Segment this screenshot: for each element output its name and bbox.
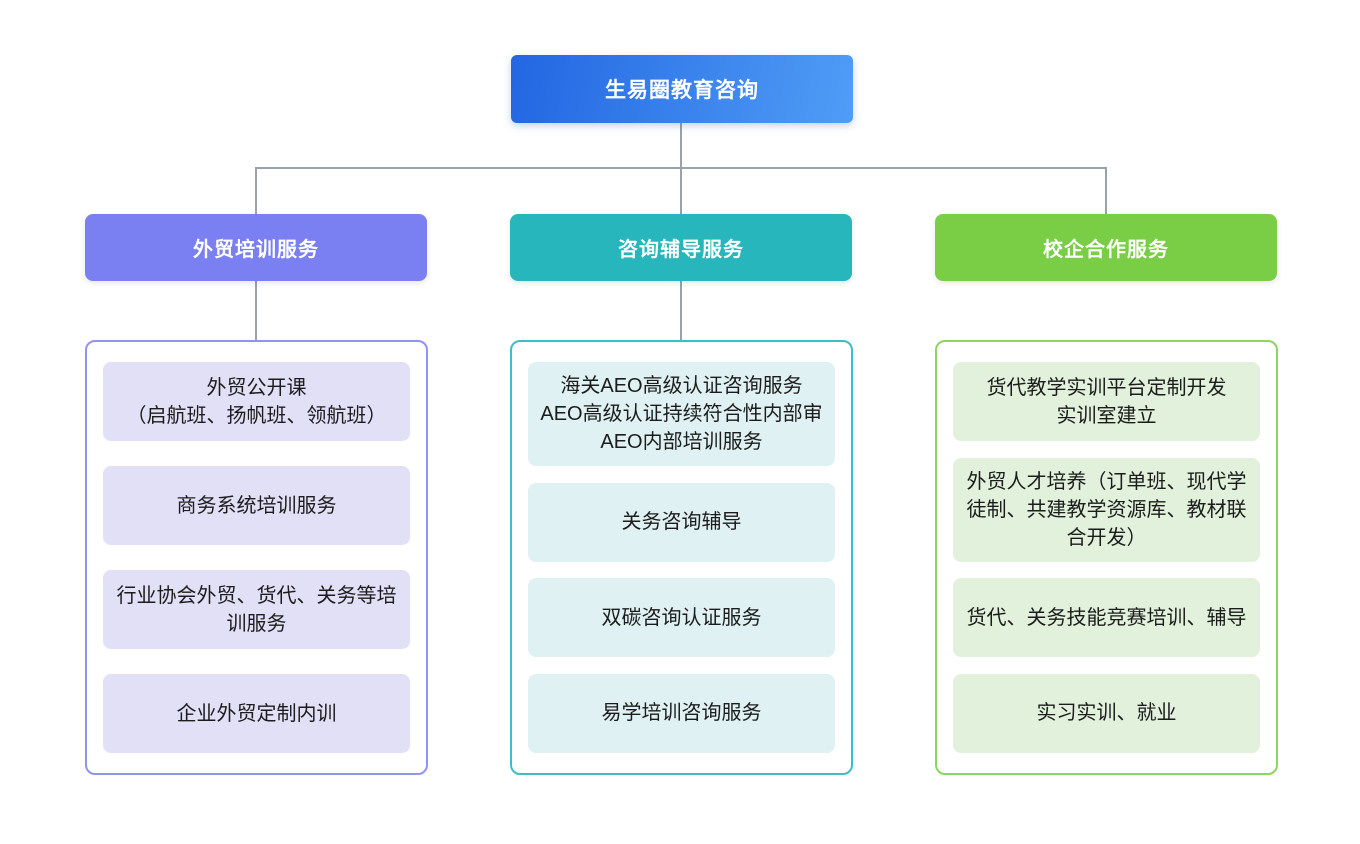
branch-header-foreign-trade-training: 外贸培训服务	[85, 214, 427, 281]
connector-branch-2-drop	[680, 167, 682, 214]
branch-header-consulting-coaching: 咨询辅导服务	[510, 214, 852, 281]
root-node-label: 生易圈教育咨询	[605, 79, 759, 102]
branch-container-consulting-coaching: 海关AEO高级认证咨询服务 AEO高级认证持续符合性内部审 AEO内部培训服务 …	[510, 340, 853, 775]
branch-header-label: 咨询辅导服务	[618, 239, 744, 261]
service-item: 行业协会外贸、货代、关务等培训服务	[103, 570, 410, 649]
service-item: 海关AEO高级认证咨询服务 AEO高级认证持续符合性内部审 AEO内部培训服务	[528, 362, 835, 466]
service-item: 易学培训咨询服务	[528, 673, 835, 753]
branch-header-label: 校企合作服务	[1043, 239, 1169, 261]
service-item: 实习实训、就业	[953, 673, 1260, 753]
connector-branch-1-drop	[255, 167, 257, 214]
service-item: 外贸人才培养（订单班、现代学徒制、共建教学资源库、教材联合开发）	[953, 457, 1260, 562]
service-item: 外贸公开课 （启航班、扬帆班、领航班）	[103, 362, 410, 441]
branch-header-school-enterprise: 校企合作服务	[935, 214, 1277, 281]
service-item: 企业外贸定制内训	[103, 674, 410, 753]
service-item: 关务咨询辅导	[528, 482, 835, 562]
service-item: 商务系统培训服务	[103, 466, 410, 545]
service-item: 双碳咨询认证服务	[528, 578, 835, 658]
connector-branch-3-drop	[1105, 167, 1107, 214]
connector-root-stem	[680, 123, 682, 168]
connector-branch-2-stem	[680, 281, 682, 340]
service-item: 货代、关务技能竞赛培训、辅导	[953, 578, 1260, 658]
root-node: 生易圈教育咨询	[511, 55, 853, 123]
service-item: 货代教学实训平台定制开发 实训室建立	[953, 362, 1260, 441]
branch-container-foreign-trade-training: 外贸公开课 （启航班、扬帆班、领航班） 商务系统培训服务 行业协会外贸、货代、关…	[85, 340, 428, 775]
branch-header-label: 外贸培训服务	[193, 239, 319, 261]
branch-container-school-enterprise: 货代教学实训平台定制开发 实训室建立 外贸人才培养（订单班、现代学徒制、共建教学…	[935, 340, 1278, 775]
connector-branch-1-stem	[255, 281, 257, 340]
